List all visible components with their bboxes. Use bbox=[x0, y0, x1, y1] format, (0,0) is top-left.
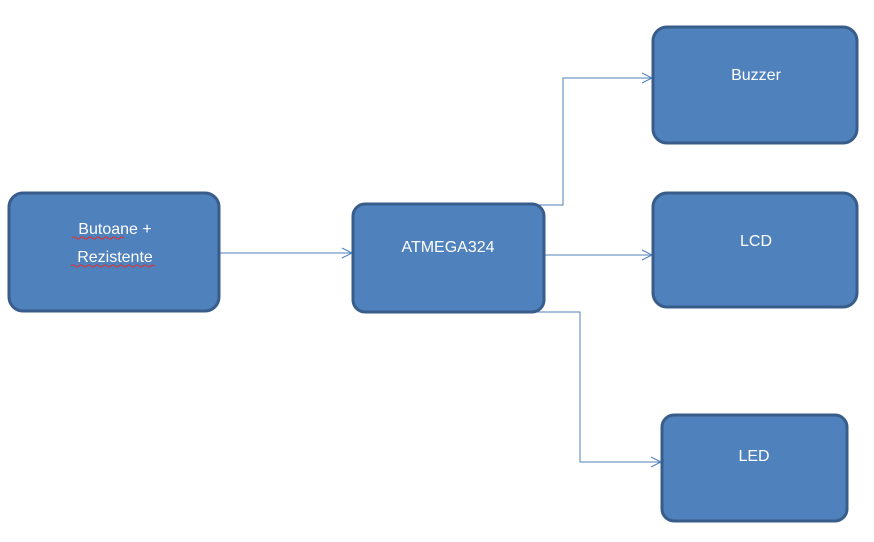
spellcheck-underline bbox=[71, 236, 125, 240]
edge-mcu-to-buzzer bbox=[500, 77, 652, 206]
node-led: LED bbox=[660, 413, 849, 523]
node-led-label: LED bbox=[738, 448, 769, 465]
spellcheck-underline bbox=[70, 264, 156, 268]
node-input: Butoane + Rezistente bbox=[7, 191, 221, 313]
node-input-label-line2: Rezistente bbox=[77, 249, 153, 266]
node-buzzer: Buzzer bbox=[651, 25, 859, 145]
node-mcu-label: ATMEGA324 bbox=[401, 239, 494, 256]
edge-mcu-to-led bbox=[500, 311, 661, 463]
node-mcu: ATMEGA324 bbox=[351, 202, 546, 314]
node-input-label-line1: Butoane + bbox=[78, 221, 151, 238]
node-lcd-label: LCD bbox=[740, 233, 772, 250]
node-lcd: LCD bbox=[651, 191, 859, 309]
node-buzzer-label: Buzzer bbox=[731, 67, 781, 84]
